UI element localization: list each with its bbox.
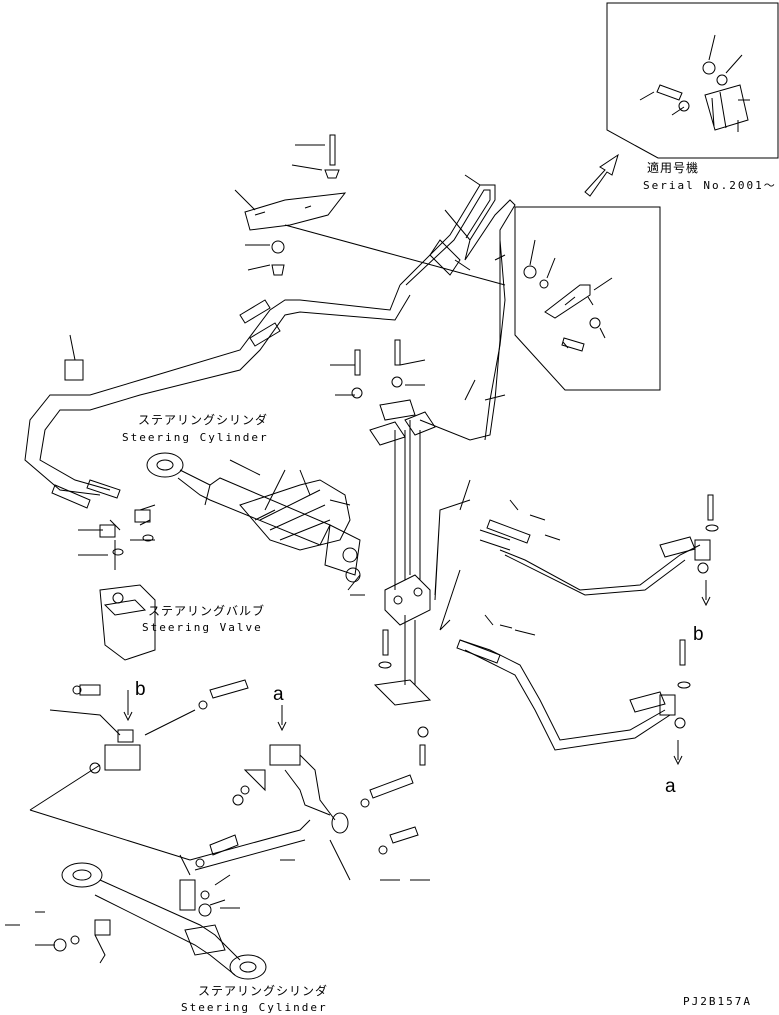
steering-valve-jp: ステアリングバルブ (148, 604, 266, 618)
hydraulic-pipe-vertical (395, 420, 420, 590)
steering-cylinder-bottom-jp: ステアリングシリンダ (198, 984, 329, 998)
marker-a-left: a (273, 684, 284, 705)
hose-right-upper (435, 500, 470, 600)
detail-bracket-upper (705, 85, 748, 130)
cylinder-eye-top (147, 453, 183, 477)
steering-cylinder-bottom-en: Steering Cylinder (181, 1001, 328, 1014)
detail-box-serial (607, 3, 778, 158)
steering-cylinder-bottom (95, 880, 240, 975)
hose-top (25, 285, 400, 495)
steering-valve (100, 585, 155, 660)
direction-arrow (585, 155, 618, 196)
joint-ring (332, 813, 348, 833)
bracket-plate-bottom (375, 680, 430, 705)
mount-bracket-a (245, 745, 300, 790)
marker-b-left: b (135, 679, 146, 700)
steering-valve-en: Steering Valve (142, 621, 263, 634)
steering-cylinder-top-jp: ステアリングシリンダ (138, 413, 269, 427)
mount-bracket-b (105, 745, 140, 770)
serial-note-jp: 適用号機 (647, 161, 700, 175)
drawing-code: PJ2B157A (683, 995, 752, 1008)
marker-b-right: b (693, 624, 704, 645)
valve-block (385, 575, 430, 625)
steering-cylinder-top (178, 470, 330, 545)
hydraulic-pipe-upper (400, 185, 515, 440)
hose-right-lower (460, 640, 665, 740)
bracket-plate-top (245, 193, 345, 230)
steering-cylinder-top-en: Steering Cylinder (122, 431, 269, 444)
cylinder-eye-bottom (62, 863, 102, 887)
detail-box-middle (515, 207, 660, 390)
serial-note-en: Serial No.2001～ (643, 179, 777, 192)
marker-a-right: a (665, 776, 676, 797)
